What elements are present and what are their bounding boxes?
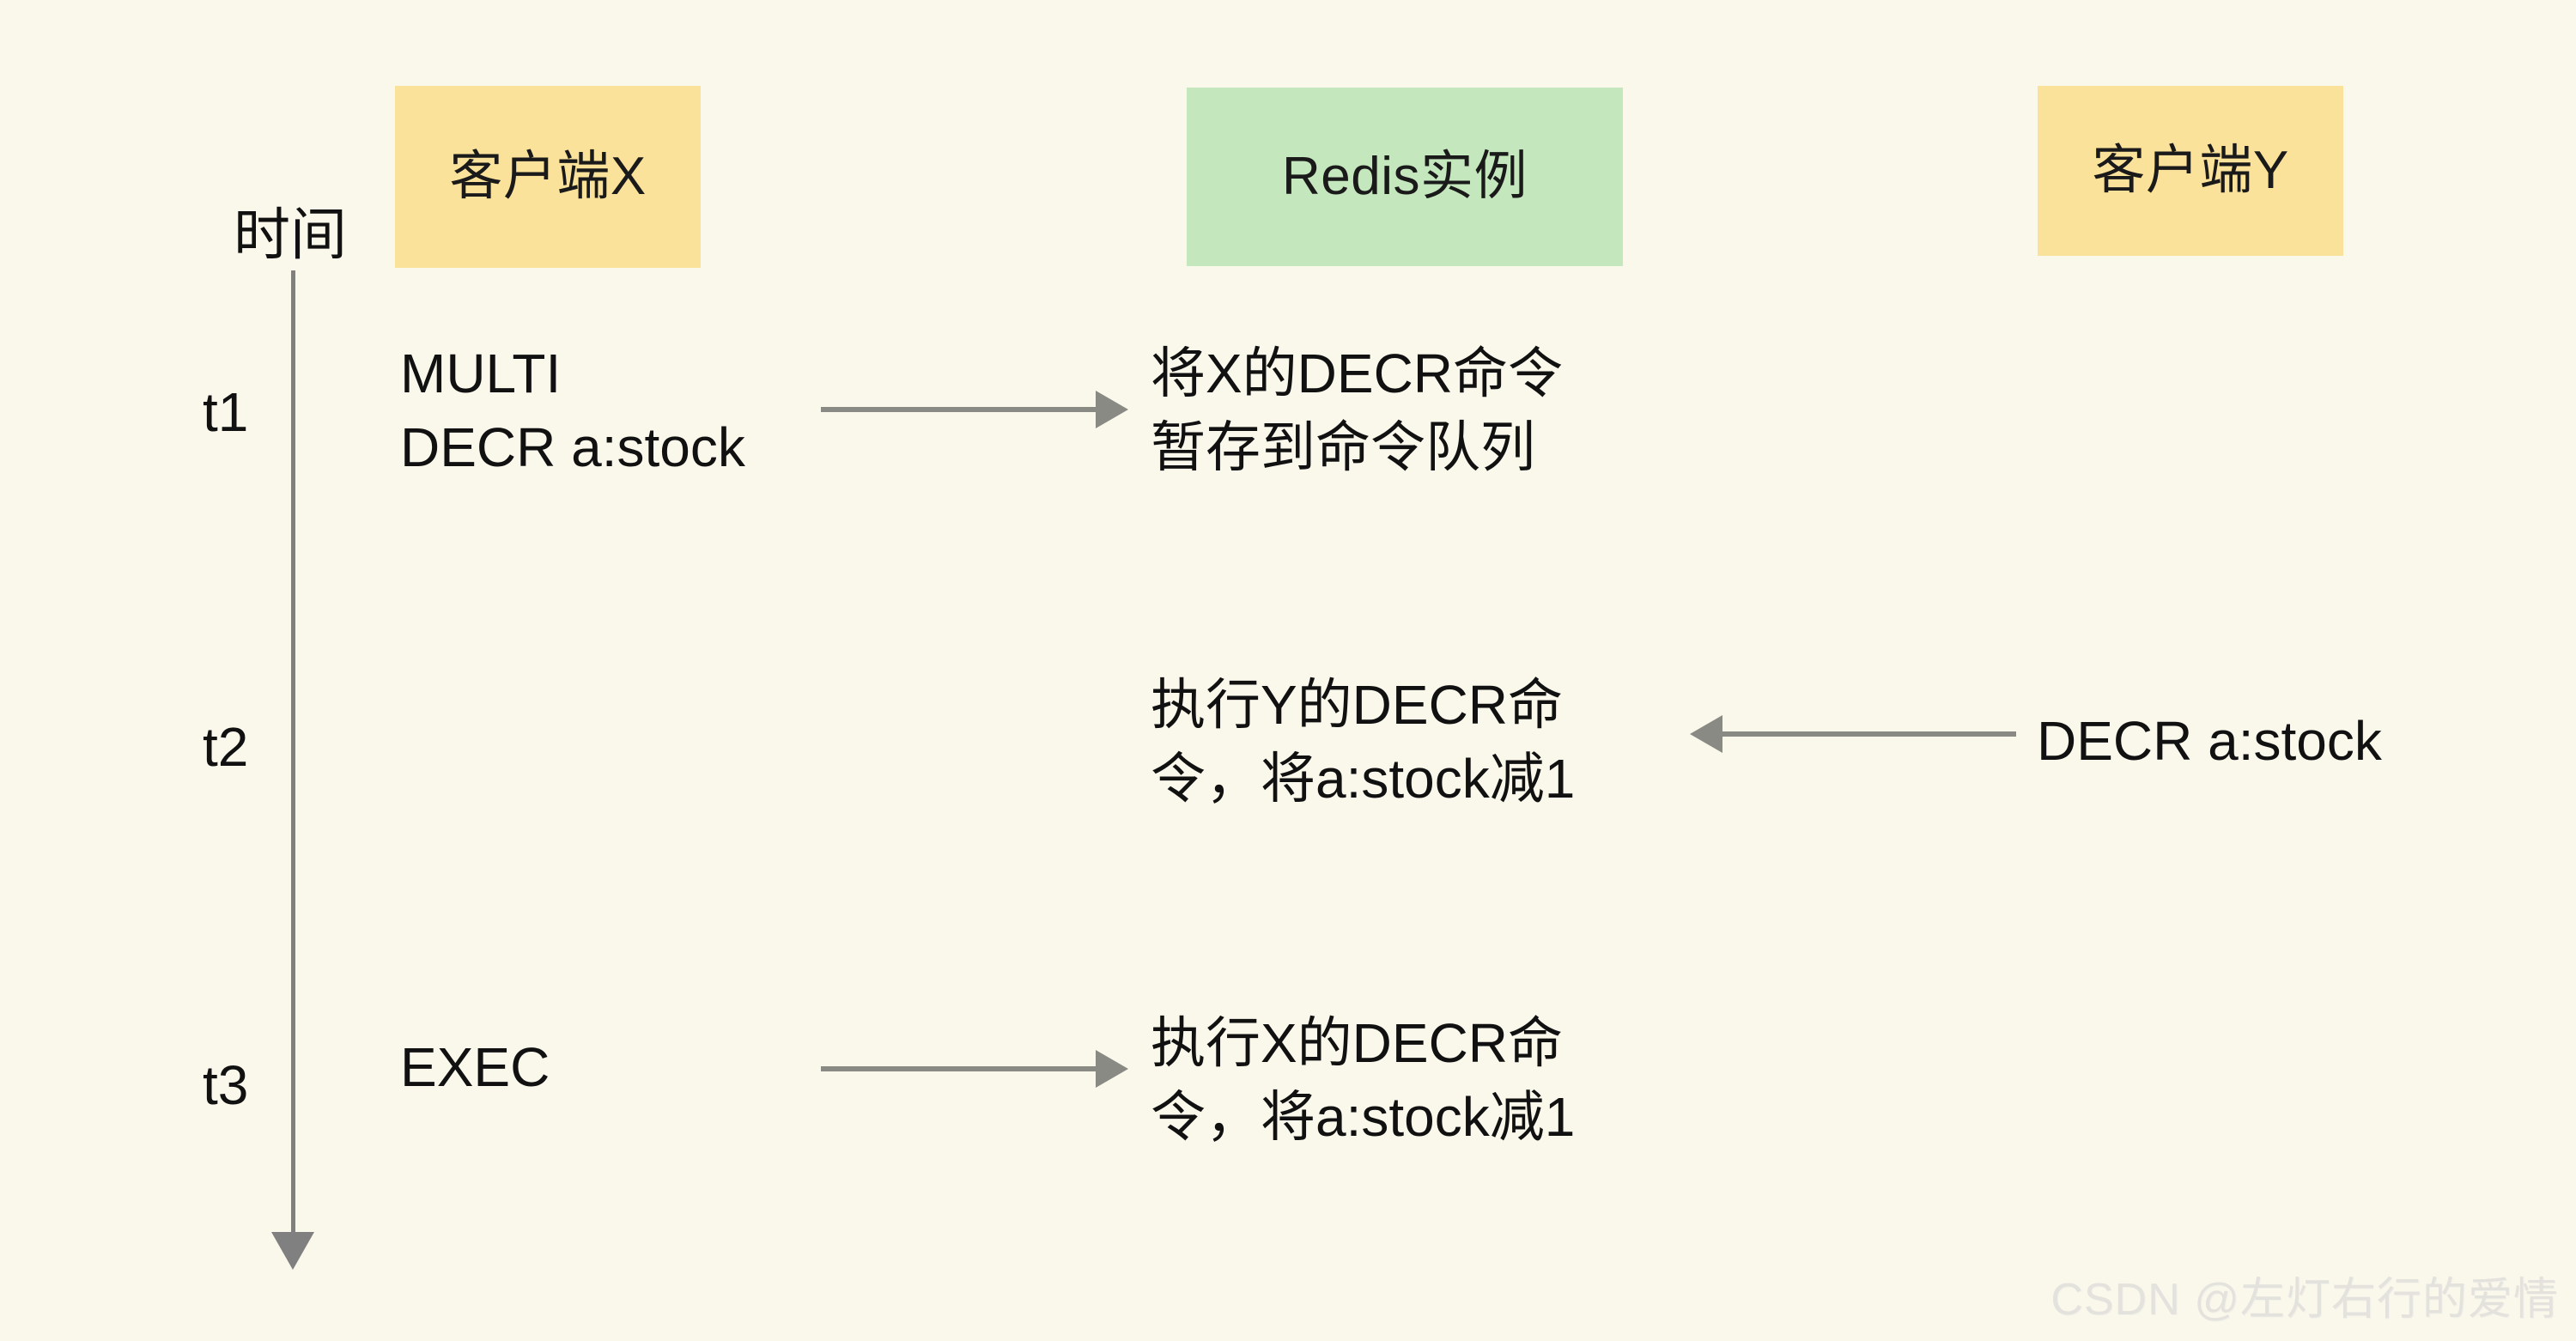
message-client-x-t3: EXEC <box>400 1036 550 1098</box>
time-tick-t3: t3 <box>203 1054 249 1116</box>
lane-header-client-y: 客户端Y <box>2038 86 2343 256</box>
flow-arrow-t3-x-to-redis <box>821 1050 1128 1088</box>
arrow-head-icon <box>1096 1050 1128 1088</box>
arrow-shaft <box>821 1066 1103 1071</box>
watermark: CSDN @左灯右行的爱情 <box>2050 1275 2559 1325</box>
lane-header-redis: Redis实例 <box>1187 88 1623 266</box>
message-redis-t2: 执行Y的DECR命 令，将a:stock减1 <box>1151 674 1576 810</box>
arrow-head-icon <box>1690 715 1722 753</box>
time-axis-arrow-icon <box>271 1232 314 1270</box>
message-redis-t1: 将X的DECR命令 暂存到命令队列 <box>1151 343 1564 479</box>
arrow-head-icon <box>1096 391 1128 428</box>
message-redis-t3: 执行X的DECR命 令，将a:stock减1 <box>1151 1012 1576 1149</box>
flow-arrow-t1-x-to-redis <box>821 391 1128 428</box>
flow-arrow-t2-y-to-redis <box>1690 715 2016 753</box>
time-tick-t2: t2 <box>203 716 249 778</box>
arrow-shaft <box>821 407 1103 412</box>
message-client-x-t1: MULTI DECR a:stock <box>400 343 745 479</box>
lane-header-client-x: 客户端X <box>395 86 701 268</box>
time-axis-label: 时间 <box>234 203 347 266</box>
message-client-y-t2: DECR a:stock <box>2037 710 2382 772</box>
time-axis-line <box>291 270 295 1236</box>
time-tick-t1: t1 <box>203 381 249 443</box>
arrow-shaft <box>1716 731 2016 737</box>
